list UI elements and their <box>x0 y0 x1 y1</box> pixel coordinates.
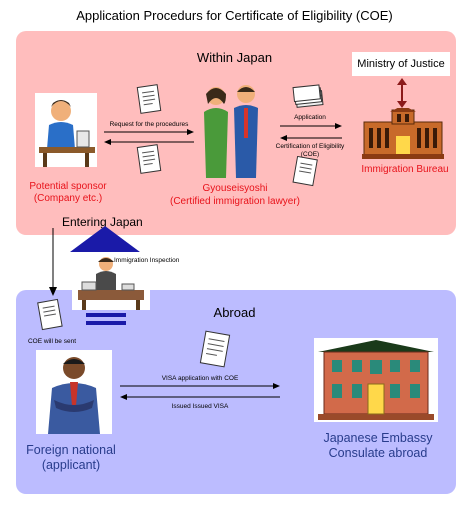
application-label: Application <box>294 114 326 121</box>
entry-bars <box>86 313 126 325</box>
lawyer-label-line1: Gyouseisyoshi <box>202 183 268 194</box>
request-arrow <box>104 129 194 135</box>
visa-application-label: VISA application with COE <box>161 375 239 382</box>
ministry-of-justice-box: Ministry of Justice <box>352 52 450 76</box>
document-stack-icon <box>292 84 324 108</box>
embassy-label-line1: Japanese Embassy <box>323 431 433 445</box>
coe-return-arrow <box>280 135 342 141</box>
sponsor-label-line1: Potential sponsor <box>29 181 107 192</box>
immigration-inspection-label: Immigration Inspection <box>114 257 180 264</box>
entering-japan-label: Entering Japan <box>62 215 143 229</box>
document-icon <box>136 144 162 174</box>
visa-application-arrow <box>120 383 280 389</box>
embassy-building-icon <box>314 338 438 422</box>
issued-visa-label: Issued Issued VISA <box>171 403 229 410</box>
coe-label-line2: (COE) <box>300 151 320 158</box>
immigration-inspection-icon <box>72 252 150 310</box>
foreign-national-label-line1: Foreign national <box>26 443 116 457</box>
ministry-bureau-arrow <box>397 78 407 108</box>
coe-label-line1: Certification of Eligibility <box>275 143 345 150</box>
coe-document-icon <box>37 298 63 331</box>
visa-document-icon <box>199 330 231 368</box>
document-icon <box>292 156 318 187</box>
issued-visa-arrow <box>120 394 280 400</box>
foreign-national-person-icon <box>36 350 112 434</box>
sponsor-person-icon <box>35 93 97 167</box>
foreign-national-label-line2: (applicant) <box>41 458 101 472</box>
coe-sent-label: COE will be sent <box>27 338 77 345</box>
coe-sent-down-arrow <box>49 228 57 296</box>
embassy-label-line2: Consulate abroad <box>328 446 428 460</box>
sponsor-label-line2: (Company etc.) <box>33 193 103 204</box>
document-icon <box>136 84 162 114</box>
request-procedures-label: Request for the procedures <box>109 121 189 128</box>
return-arrow <box>104 139 194 145</box>
within-japan-heading: Within Japan <box>196 50 273 65</box>
diagram-title: Application Procedurs for Certificate of… <box>76 8 393 23</box>
immigration-bureau-building-icon <box>362 108 444 159</box>
lawyers-consulting-icon <box>204 85 258 178</box>
lawyer-label-line2: (Certified immigration lawyer) <box>169 196 301 207</box>
abroad-heading: Abroad <box>213 305 256 320</box>
immigration-bureau-label: Immigration Bureau <box>361 164 449 175</box>
application-arrow <box>280 123 342 129</box>
entry-up-arrow <box>70 226 140 272</box>
